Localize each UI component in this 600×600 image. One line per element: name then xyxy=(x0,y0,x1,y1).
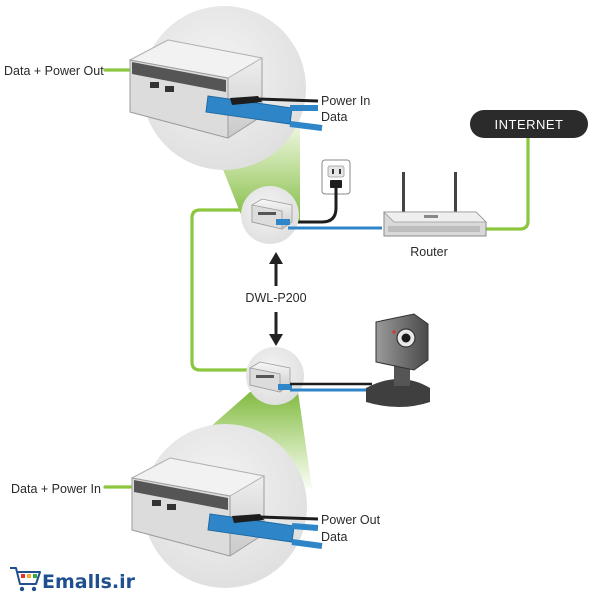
label-data-power-in: Data + Power In xyxy=(11,482,101,496)
router-label: Router xyxy=(410,245,448,259)
label-data-bottom: Data xyxy=(321,530,347,544)
zoom-circle-mid-bottom xyxy=(246,347,304,405)
internet-label: INTERNET xyxy=(495,117,564,132)
brand-label: Emalls.ir xyxy=(42,571,136,593)
zoom-circle-top xyxy=(128,6,323,170)
label-power-in: Power In xyxy=(321,94,370,108)
label-data-top: Data xyxy=(321,110,347,124)
label-data-power-out: Data + Power Out xyxy=(4,64,104,78)
shopping-cart-icon xyxy=(10,567,41,592)
watermark: Emalls.ir xyxy=(10,567,136,593)
power-outlet-icon xyxy=(321,159,351,195)
internet-badge: INTERNET xyxy=(470,110,588,138)
power-cord xyxy=(292,186,338,224)
arrow-down-icon xyxy=(269,312,283,346)
poe-unit-large-top xyxy=(128,39,264,139)
device-label: DWL-P200 xyxy=(245,291,306,305)
label-power-out: Power Out xyxy=(321,513,381,527)
arrow-up-icon xyxy=(269,252,283,286)
zoom-circle-mid-top xyxy=(241,186,299,244)
router-icon xyxy=(383,172,487,237)
zoom-circle-bottom xyxy=(130,424,323,588)
ip-camera-icon xyxy=(366,313,430,407)
